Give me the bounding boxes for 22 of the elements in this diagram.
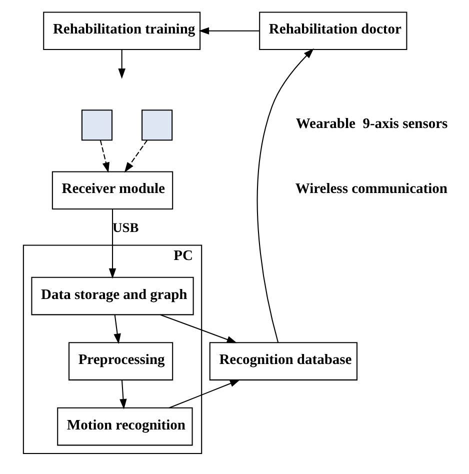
- arrow: [198, 27, 259, 34]
- arrow: [256, 48, 314, 343]
- node-box: Motion recognition: [56, 407, 192, 446]
- label: Wearable 9-axis sensors: [295, 116, 448, 132]
- arrow: [124, 140, 148, 173]
- node-box: Recognition database: [208, 342, 357, 380]
- node-box: Data storage and graph: [30, 276, 194, 316]
- node-box: Rehabilitation doctor: [258, 12, 407, 50]
- arrow: [99, 140, 109, 173]
- arrow: [118, 50, 125, 79]
- node-box: Receiver module: [51, 171, 173, 210]
- arrow: [119, 380, 126, 410]
- node-box: Rehabilitation training: [42, 12, 200, 50]
- arrow: [113, 314, 120, 344]
- node-box: [141, 110, 172, 141]
- arrow: [168, 380, 240, 408]
- arrow: [108, 209, 116, 279]
- node-box: Preprocessing: [68, 342, 173, 380]
- arrow: [160, 314, 237, 344]
- edge-label: USB: [112, 220, 138, 236]
- node-box: [80, 110, 112, 141]
- label: Wireless communication: [294, 181, 447, 198]
